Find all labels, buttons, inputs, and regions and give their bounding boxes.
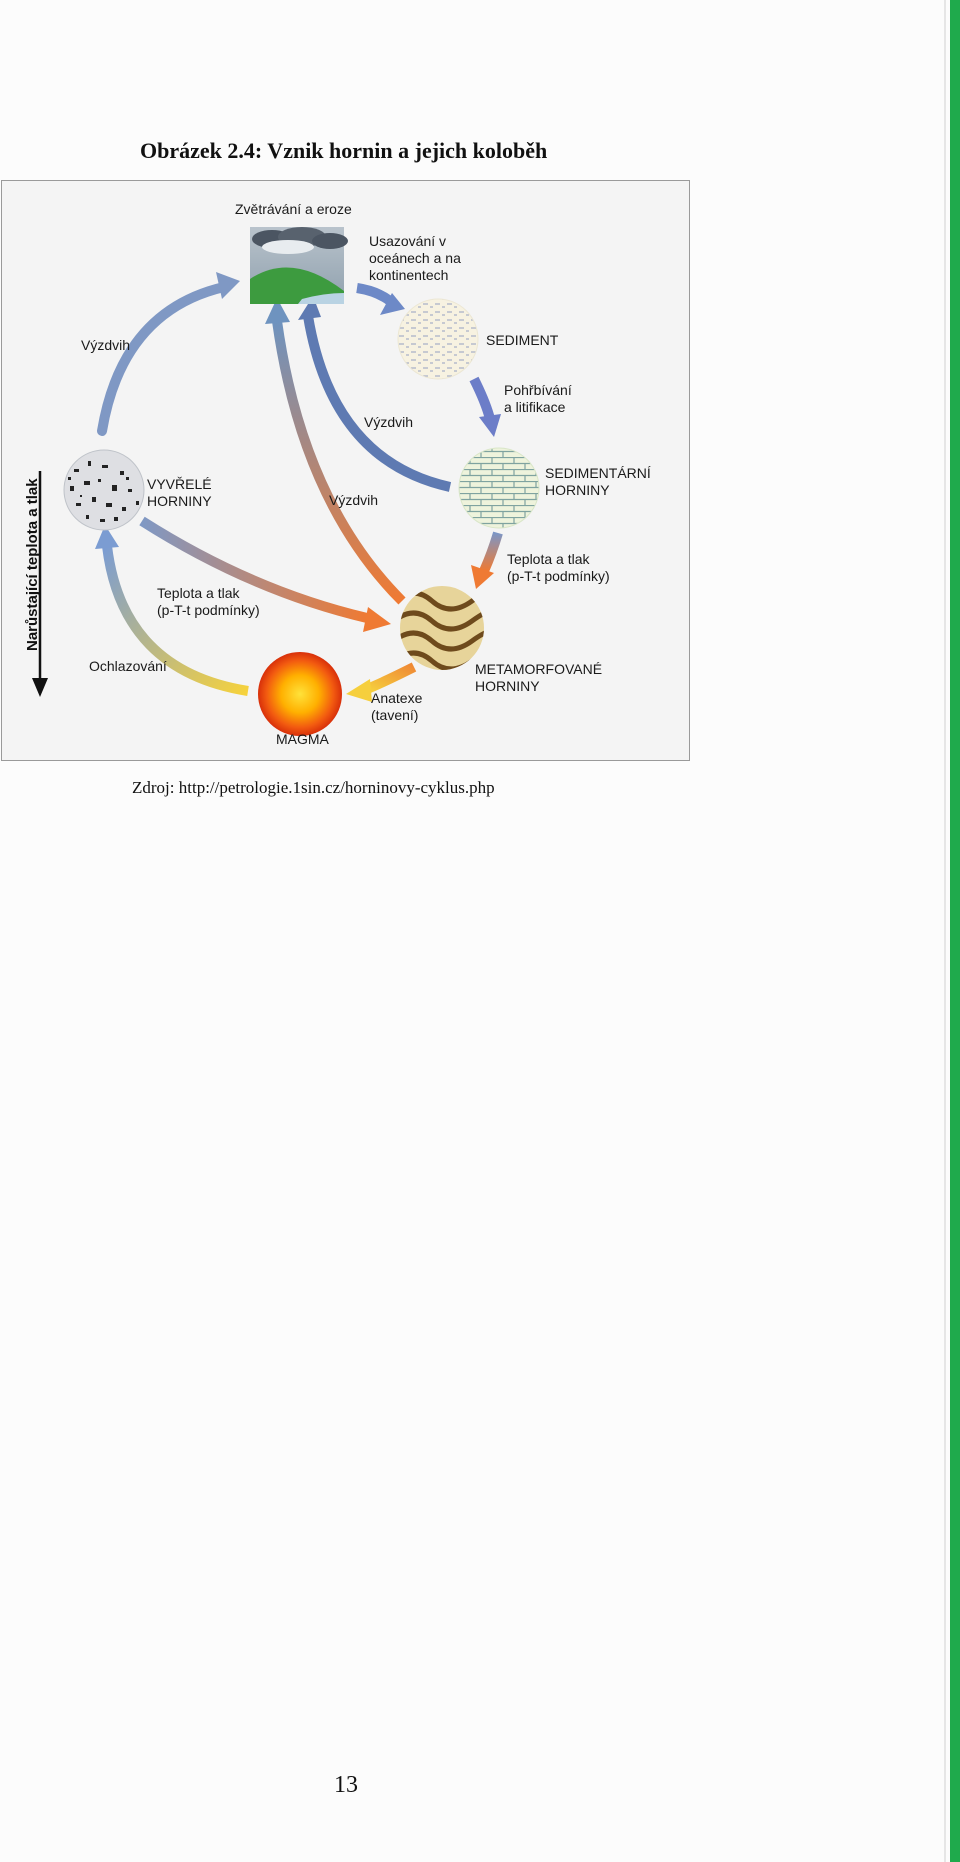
igneous-rock-label: VYVŘELÉ HORNINY	[147, 476, 212, 510]
sedimentary-rock-label: SEDIMENTÁRNÍ HORNINY	[545, 465, 651, 499]
page-number: 13	[334, 1772, 358, 1799]
heat-pressure-right-label: Teplota a tlak (p-T-t podmínky)	[507, 551, 610, 585]
deposition-label: Usazování v oceánech a na kontinentech	[369, 233, 461, 284]
vertical-axis-label: Narůstající teplota a tlak	[24, 431, 41, 651]
uplift-right-label: Výzdvih	[364, 414, 413, 431]
anatexis-label: Anatexe (tavení)	[371, 690, 422, 724]
burial-label: Pohřbívání a litifikace	[504, 382, 572, 416]
magma-label: MAGMA	[276, 731, 329, 748]
uplift-left-label: Výzdvih	[81, 337, 130, 354]
heat-pressure-left-label: Teplota a tlak (p-T-t podmínky)	[157, 585, 260, 619]
green-margin-bar	[950, 0, 960, 1862]
page-edge-line	[944, 0, 946, 1862]
figure-source: Zdroj: http://petrologie.1sin.cz/hornino…	[132, 778, 495, 798]
sediment-label: SEDIMENT	[486, 332, 558, 349]
cooling-label: Ochlazování	[89, 658, 167, 675]
rock-cycle-diagram: Narůstající teplota a tlak Zvětrávání a …	[1, 180, 690, 761]
weathering-label: Zvětrávání a eroze	[235, 201, 352, 218]
metamorphic-rock-label: METAMORFOVANÉ HORNINY	[475, 661, 602, 695]
uplift-middle-label: Výzdvih	[329, 492, 378, 509]
figure-caption: Obrázek 2.4: Vznik hornin a jejich kolob…	[140, 138, 580, 164]
